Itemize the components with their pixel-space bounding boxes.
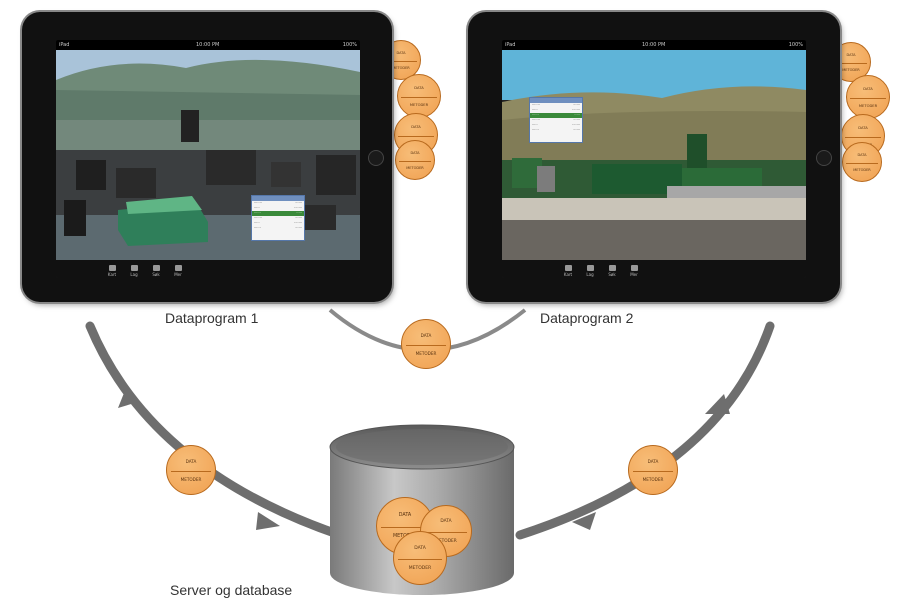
tablet-1-tabbar: Kart Lag Søk Mer [56, 260, 360, 278]
tablet-2-screen: iPad 10:00 PM 100% ············· ·······… [502, 40, 806, 278]
token-data-label: DATA [396, 51, 406, 55]
token-data-label: DATA [398, 512, 412, 518]
left-arrowhead-right [256, 512, 280, 530]
status-battery: 100% [788, 42, 803, 48]
token-methods-label: METODER [409, 102, 429, 107]
token-data-label: DATA [411, 125, 421, 129]
feature-info-popup-1[interactable]: ············· ············ ··········· ·… [251, 195, 305, 241]
tablet-2-tabbar: Kart Lag Søk Mer [502, 260, 806, 278]
tablet-1-home-button[interactable] [368, 150, 384, 166]
token-methods-label: METODER [842, 68, 860, 72]
status-carrier: iPad [505, 42, 516, 48]
city-3d-view-1[interactable] [56, 50, 360, 260]
label-dataprogram-1: Dataprogram 1 [165, 310, 259, 326]
token-methods-label: METODER [858, 103, 878, 108]
data-method-token: DATA METODER [166, 445, 216, 495]
right-flow-arrow [515, 321, 775, 540]
token-data-label: DATA [846, 53, 856, 57]
database-cylinder [329, 424, 515, 595]
token-data-label: DATA [858, 126, 868, 130]
tab-3[interactable]: Søk [604, 265, 620, 277]
token-data-label: DATA [863, 87, 873, 91]
data-method-token: DATA METODER [846, 75, 890, 119]
token-data-label: DATA [410, 151, 420, 155]
tablet-1-screen: iPad 10:00 PM 100% ············· ···· [56, 40, 360, 278]
tab-4[interactable]: Mer [170, 265, 186, 277]
token-methods-label: METODER [408, 565, 432, 571]
tablet-dataprogram-2: iPad 10:00 PM 100% ············· ·······… [468, 12, 840, 302]
token-methods-label: METODER [180, 477, 202, 483]
left-flow-arrow [85, 321, 345, 540]
left-arrowhead-up [118, 388, 138, 408]
token-data-label: DATA [647, 458, 659, 464]
data-method-token: DATA METODER [393, 531, 447, 585]
tab-1[interactable]: Kart [104, 265, 120, 277]
token-methods-label: METODER [392, 66, 410, 70]
tab-1[interactable]: Kart [560, 265, 576, 277]
status-carrier: iPad [59, 42, 70, 48]
data-method-token: DATA METODER [842, 142, 882, 182]
tablet-2-home-button[interactable] [816, 150, 832, 166]
tablet-2-statusbar: iPad 10:00 PM 100% [502, 40, 806, 50]
token-methods-label: METODER [435, 538, 457, 544]
token-data-label: DATA [420, 332, 432, 338]
token-methods-label: METODER [406, 166, 424, 170]
right-arrowhead-left [572, 512, 596, 530]
token-data-label: DATA [440, 519, 452, 524]
status-time: 10:00 PM [642, 42, 666, 48]
data-method-token: DATA METODER [395, 140, 435, 180]
tab-4[interactable]: Mer [626, 265, 642, 277]
tab-2[interactable]: Lag [126, 265, 142, 277]
data-method-token: DATA METODER [628, 445, 678, 495]
data-method-token: DATA METODER [401, 319, 451, 369]
tab-2[interactable]: Lag [582, 265, 598, 277]
feature-info-popup-2[interactable]: ············· ············ ··········· ·… [529, 97, 583, 143]
tablet-dataprogram-1: iPad 10:00 PM 100% ············· ···· [22, 12, 392, 302]
data-method-token: DATA METODER [397, 74, 441, 118]
token-data-label: DATA [185, 458, 197, 464]
token-data-label: DATA [857, 153, 867, 157]
token-data-label: DATA [414, 86, 424, 90]
status-battery: 100% [342, 42, 357, 48]
token-data-label: DATA [414, 545, 426, 551]
tablet-1-statusbar: iPad 10:00 PM 100% [56, 40, 360, 50]
right-arrowhead-up [705, 394, 730, 414]
label-server-database: Server og database [170, 582, 293, 598]
tab-3[interactable]: Søk [148, 265, 164, 277]
label-dataprogram-2: Dataprogram 2 [540, 310, 634, 326]
token-methods-label: METODER [415, 351, 437, 357]
status-time: 10:00 PM [196, 42, 220, 48]
city-3d-view-2[interactable] [502, 50, 806, 260]
token-methods-label: METODER [642, 477, 664, 483]
token-methods-label: METODER [853, 168, 871, 172]
